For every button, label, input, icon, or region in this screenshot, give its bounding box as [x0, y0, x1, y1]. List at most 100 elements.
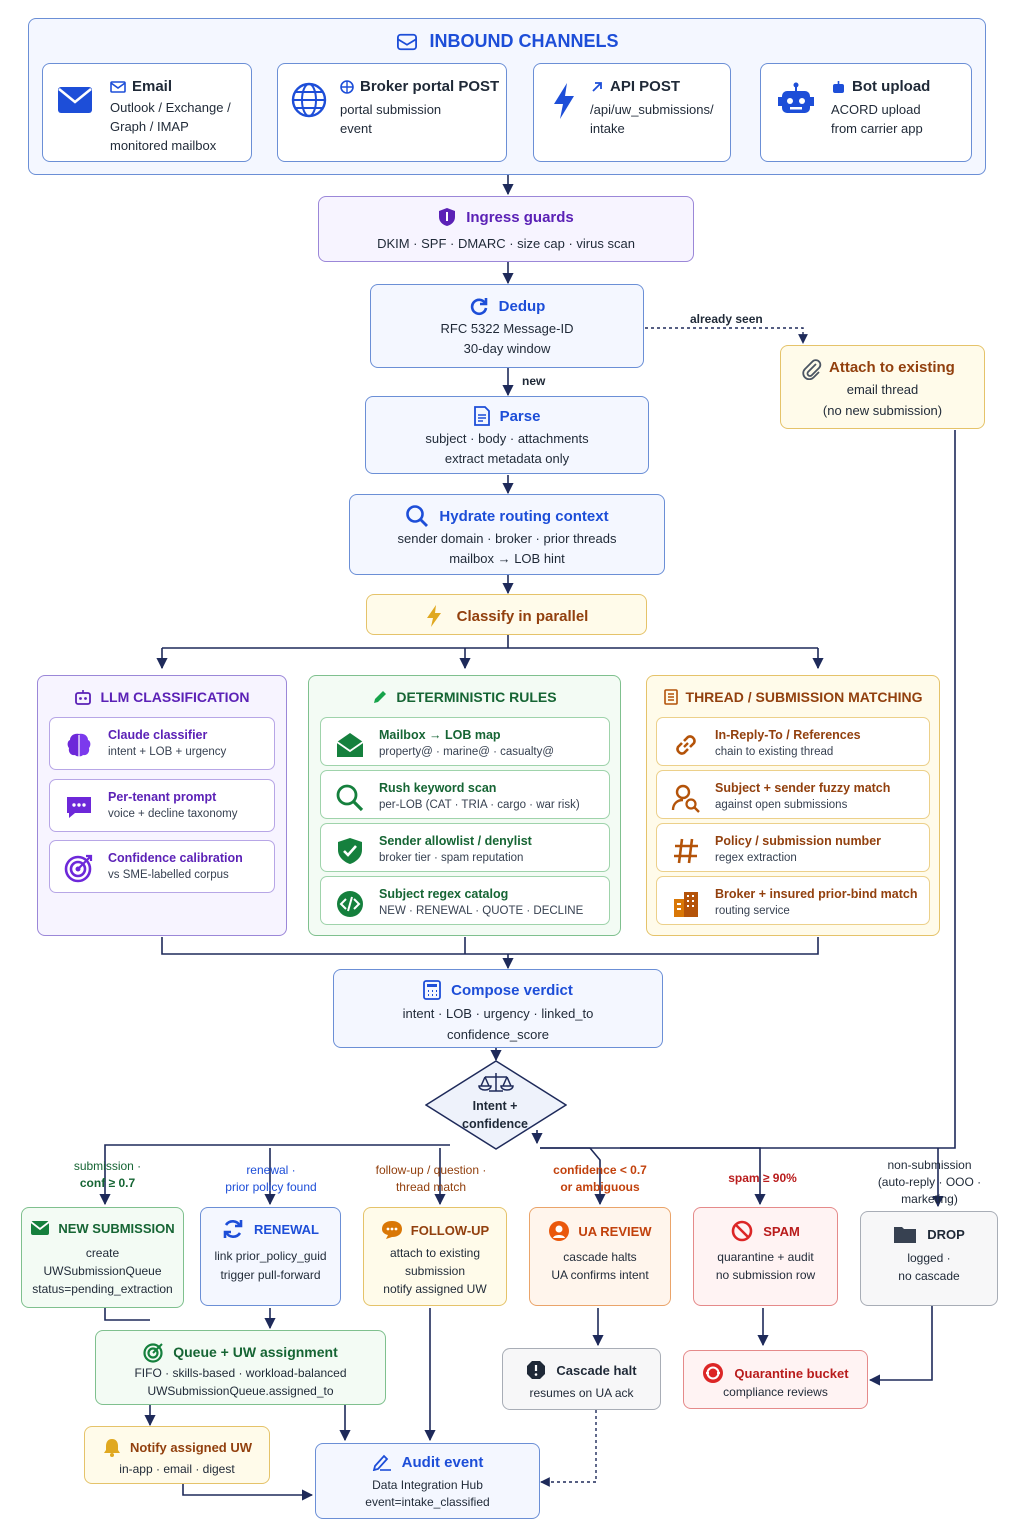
- channel-api-line-1: /api/uw_submissions/: [590, 102, 714, 117]
- hash-icon: [674, 838, 698, 864]
- halt-title: Cascade halt: [556, 1362, 637, 1378]
- api-small-icon: [592, 81, 602, 92]
- spam-line-1: quarantine + audit: [717, 1250, 814, 1264]
- branch-label-spam: spam ≥ 90%: [705, 1170, 820, 1187]
- dedup-node: Dedup RFC 5322 Message-ID 30-day window: [370, 284, 644, 368]
- building-icon: [674, 892, 698, 917]
- target-green-icon: [143, 1343, 163, 1363]
- rules-item-3-title: Sender allowlist / denylist: [379, 834, 532, 848]
- channel-bot-upload: Bot upload ACORD upload from carrier app: [760, 63, 972, 162]
- classify-node: Classify in parallel: [366, 594, 647, 635]
- rules-item-4-sub: NEW · RENEWAL · QUOTE · DECLINE: [379, 905, 584, 917]
- followup-line-1: attach to existing: [389, 1246, 481, 1260]
- new-line-3: status=pending_extraction: [32, 1282, 173, 1296]
- llm-item-2-sub: voice + decline taxonomy: [108, 808, 238, 820]
- parse-line-2: extract metadata only: [444, 451, 570, 466]
- parse-line-1: subject · body · attachments: [425, 431, 589, 446]
- chat-icon: [67, 797, 91, 818]
- channel-bot-line-1: ACORD upload: [831, 102, 921, 117]
- thread-item-2-title: Subject + sender fuzzy match: [715, 781, 891, 795]
- brain-icon: [67, 733, 91, 757]
- ingress-line: DKIM · SPF · DMARC · size cap · virus sc…: [377, 236, 635, 251]
- channel-email: Email Outlook / Exchange / Graph / IMAP …: [42, 63, 252, 162]
- thread-item-2-sub: against open submissions: [715, 799, 848, 811]
- compose-verdict-node: Compose verdict intent · LOB · urgency ·…: [333, 969, 663, 1048]
- mail-small-icon: [110, 80, 126, 93]
- branch-label-submission: submission · conf ≥ 0.7: [50, 1158, 165, 1192]
- lightning-icon: [426, 605, 441, 627]
- thread-item-fuzzy: Subject + sender fuzzy match against open…: [656, 770, 930, 819]
- target-icon: [64, 854, 93, 883]
- parse-node: Parse subject · body · attachments extra…: [365, 396, 649, 474]
- channel-bot-line-2: from carrier app: [831, 121, 923, 136]
- parse-title: Parse: [499, 407, 541, 425]
- drop-line-2: no cascade: [898, 1269, 960, 1283]
- branch-label-drop-1: non-submission: [887, 1158, 972, 1172]
- audit-line-1: Data Integration Hub: [372, 1478, 483, 1492]
- review-line-2: UA confirms intent: [551, 1268, 649, 1282]
- branch-label-drop: non-submission (auto-reply · OOO · marke…: [862, 1157, 997, 1208]
- attach-title: Attach to existing: [829, 359, 955, 376]
- followup-title: FOLLOW-UP: [410, 1222, 490, 1238]
- new-line-1: create: [85, 1246, 120, 1260]
- channel-broker-line-2: event: [340, 121, 372, 136]
- channel-bot-title: Bot upload: [852, 78, 931, 95]
- cascade-halt-node: Cascade halt resumes on UA ack: [502, 1348, 661, 1410]
- channel-api-line-2: intake: [590, 121, 625, 136]
- inbox-icon: [396, 33, 417, 50]
- thread-item-3-title: Policy / submission number: [715, 834, 882, 848]
- channel-email-line-2: Graph / IMAP: [110, 119, 189, 134]
- branch-label-renewal-2: prior policy found: [225, 1180, 317, 1194]
- llm-item-3-title: Confidence calibration: [108, 851, 243, 865]
- document-icon: [473, 406, 490, 426]
- audit-title: Audit event: [401, 1453, 484, 1471]
- notify-title: Notify assigned UW: [129, 1439, 253, 1455]
- speech-bubble-icon: [381, 1221, 402, 1239]
- link-icon: [676, 735, 696, 755]
- branch-label-submission-1: submission ·: [73, 1159, 142, 1173]
- channel-api-title: API POST: [610, 78, 681, 95]
- decision-line-1: Intent +: [472, 1099, 518, 1113]
- renew-icon: [223, 1220, 243, 1238]
- scales-icon: [478, 1073, 514, 1092]
- warning-octagon-icon: [527, 1361, 546, 1379]
- review-line-1: cascade halts: [563, 1250, 637, 1264]
- attach-line-1: email thread: [846, 382, 919, 397]
- queue-assignment-node: Queue + UW assignment FIFO · skills-base…: [95, 1330, 386, 1405]
- folder-icon: [894, 1227, 917, 1243]
- hydrate-title: Hydrate routing context: [439, 507, 609, 525]
- outcome-spam: SPAM quarantine + audit no submission ro…: [693, 1207, 838, 1306]
- branch-label-drop-3: marketing): [901, 1192, 958, 1206]
- rules-item-1-title: Mailbox → LOB map: [379, 728, 501, 742]
- review-title: UA REVIEW: [578, 1223, 652, 1239]
- list-icon: [663, 689, 678, 705]
- branch-label-review-2: or ambiguous: [560, 1180, 640, 1194]
- already-seen-label: already seen: [690, 312, 763, 326]
- quarantine-title: Quarantine bucket: [734, 1365, 849, 1381]
- outcome-ua-review: UA REVIEW cascade halts UA confirms inte…: [529, 1207, 671, 1306]
- branch-label-followup-1: follow-up / question ·: [375, 1163, 487, 1177]
- dedup-line-1: RFC 5322 Message-ID: [440, 321, 574, 336]
- code-icon: [337, 891, 363, 917]
- quarantine-line: compliance reviews: [723, 1385, 828, 1399]
- bolt-icon: [554, 83, 574, 119]
- drop-title: DROP: [927, 1226, 965, 1242]
- channel-api-post: API POST /api/uw_submissions/ intake: [533, 63, 731, 162]
- channel-broker-title: Broker portal POST: [360, 78, 500, 95]
- attach-line-2: (no new submission): [822, 403, 943, 418]
- branch-label-review-1: confidence < 0.7: [553, 1163, 647, 1177]
- thread-item-1-sub: chain to existing thread: [715, 746, 834, 758]
- robot-icon: [778, 82, 814, 113]
- globe-small-icon: [340, 79, 354, 94]
- bot-head-icon: [75, 690, 92, 705]
- shield-check-icon: [338, 838, 362, 864]
- bell-icon: [103, 1439, 120, 1457]
- attach-existing-node: Attach to existing email thread (no new …: [780, 345, 985, 429]
